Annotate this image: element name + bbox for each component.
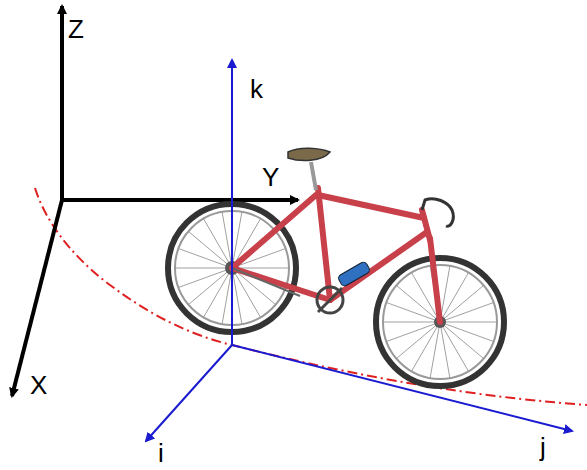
axis-label: Y: [262, 164, 279, 190]
trajectory-curve: [35, 188, 587, 405]
axis-label: j: [540, 434, 546, 460]
axis-label: X: [30, 372, 47, 398]
axis-label: i: [158, 440, 164, 466]
axis-label: k: [250, 76, 263, 102]
axis-label: Z: [68, 16, 84, 42]
world-axes: [12, 6, 298, 396]
body-axes: [146, 60, 572, 441]
bicycle: [168, 148, 504, 386]
